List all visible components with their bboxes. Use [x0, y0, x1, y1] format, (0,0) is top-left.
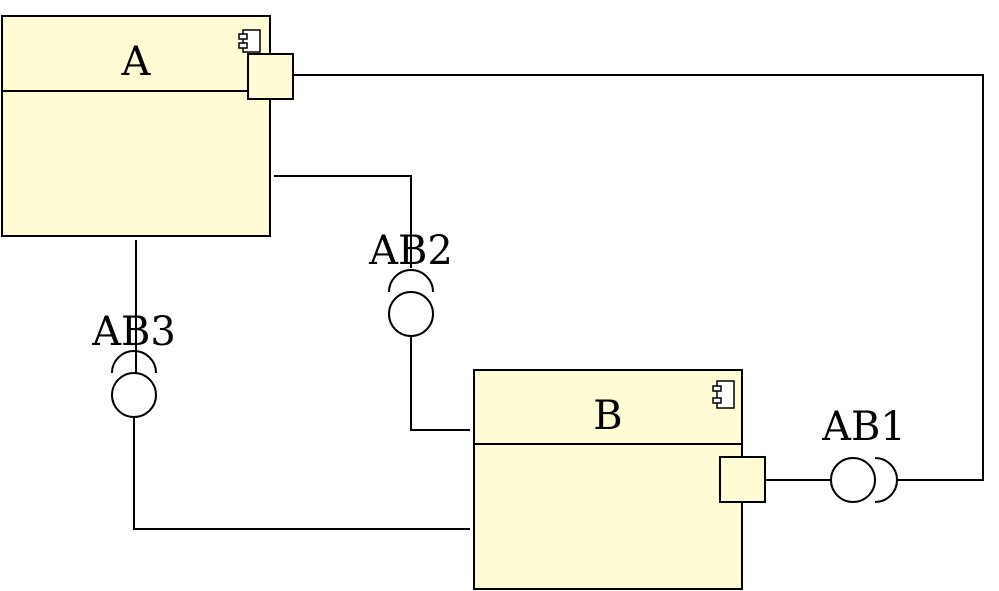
ab2-label: AB2 — [368, 228, 453, 274]
component-a[interactable]: A — [1, 15, 271, 237]
ab1-socket — [874, 457, 898, 503]
ab2-socket — [388, 269, 434, 293]
component-b-port[interactable] — [719, 456, 766, 503]
component-a-body — [1, 15, 271, 237]
component-a-name: A — [121, 39, 152, 85]
ab2-required-line — [274, 175, 412, 268]
ab1-ball — [830, 457, 876, 503]
ab3-ball — [111, 372, 157, 418]
interface-ab1[interactable]: AB1 — [293, 74, 984, 503]
ab1-required-line — [293, 74, 984, 481]
component-icon — [238, 29, 261, 53]
ab3-provided-line — [133, 417, 470, 530]
ab3-socket — [111, 350, 157, 374]
interface-ab2[interactable]: AB2 — [274, 175, 470, 431]
ab2-ball — [388, 291, 434, 337]
ab1-label: AB1 — [821, 404, 906, 450]
component-icon — [712, 380, 735, 409]
component-b[interactable]: B — [473, 369, 743, 590]
component-b-body — [473, 369, 743, 590]
ab3-label: AB3 — [91, 309, 176, 355]
interface-ab3[interactable]: AB3 — [91, 240, 470, 530]
component-a-port[interactable] — [247, 53, 294, 100]
ab2-provided-line — [410, 336, 470, 431]
component-b-name: B — [593, 393, 622, 439]
